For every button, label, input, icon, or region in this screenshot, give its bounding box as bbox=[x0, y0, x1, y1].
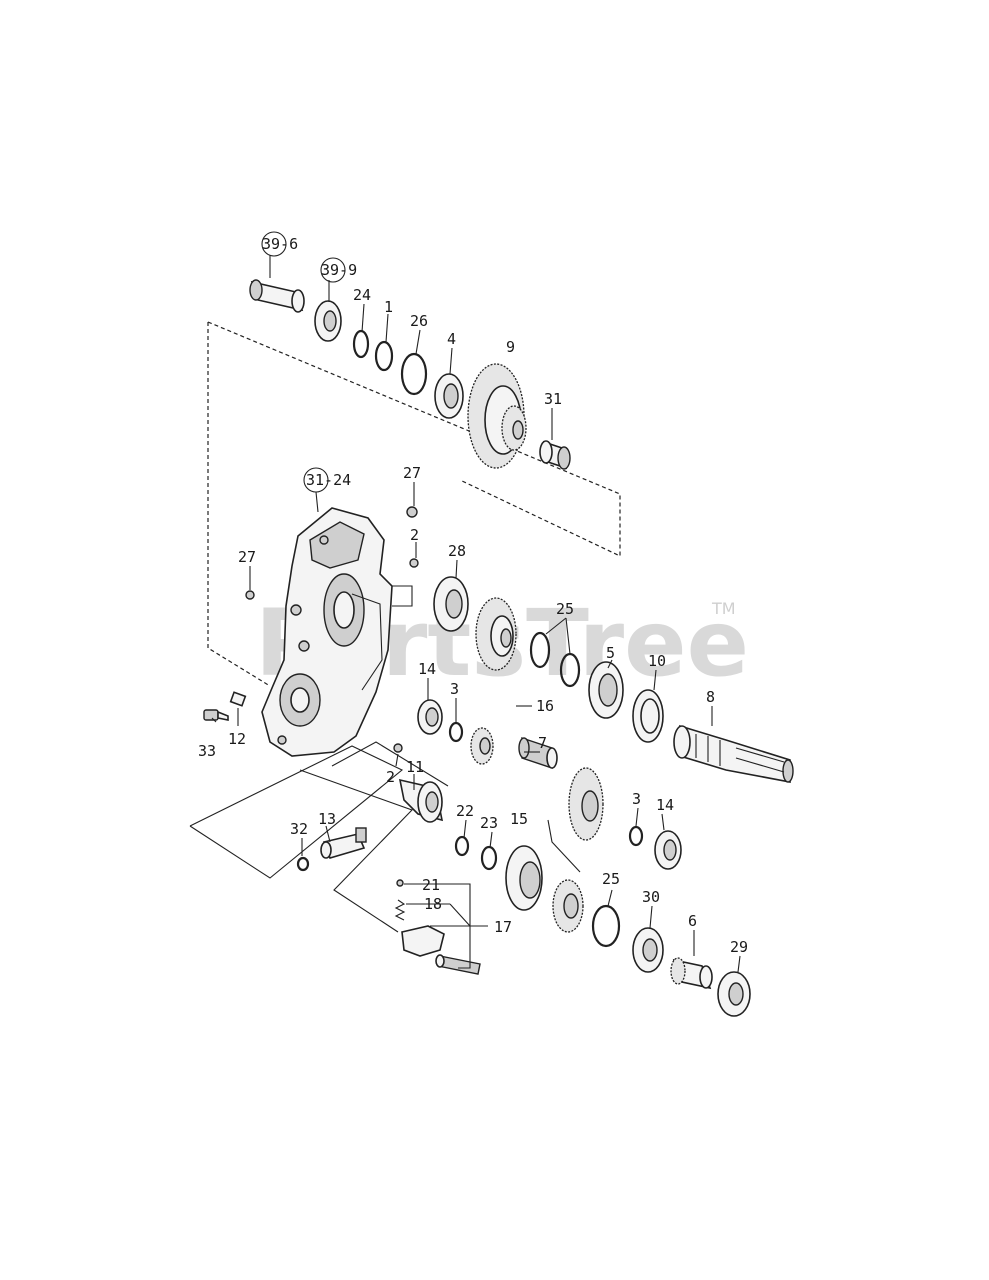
callout-3-upper: 3 bbox=[450, 680, 459, 698]
part-9-large-gear bbox=[467, 363, 527, 469]
callout-8: 8 bbox=[706, 688, 715, 706]
callout-9: 9 bbox=[506, 338, 515, 356]
callout-39-9: 39-9 bbox=[321, 261, 357, 279]
callout-15: 15 bbox=[510, 810, 528, 828]
callout-4: 4 bbox=[447, 330, 456, 348]
part-22-ring bbox=[454, 835, 470, 857]
callout-13: 13 bbox=[318, 810, 336, 828]
callout-30: 30 bbox=[642, 888, 660, 906]
watermark-trademark: TM bbox=[711, 599, 736, 618]
part-3-washer-upper bbox=[448, 721, 464, 743]
part-39-9-bearing bbox=[314, 300, 342, 342]
part-13-shifter-shaft bbox=[320, 827, 367, 859]
callout-5: 5 bbox=[606, 644, 615, 662]
callout-25-upper: 25 bbox=[556, 600, 574, 618]
assembly-guide-lines bbox=[189, 321, 621, 933]
callout-16: 16 bbox=[536, 697, 554, 715]
callout-23: 23 bbox=[480, 814, 498, 832]
callout-7: 7 bbox=[538, 734, 547, 752]
part-12-plate bbox=[229, 691, 247, 707]
part-11-sleeve bbox=[398, 778, 444, 823]
callout-circles bbox=[261, 231, 346, 493]
part-28-bearing bbox=[433, 576, 469, 632]
callout-14-lower: 14 bbox=[656, 796, 674, 814]
part-33-bolt bbox=[203, 709, 229, 721]
callout-3-lower: 3 bbox=[632, 790, 641, 808]
part-2-pin-lower bbox=[393, 743, 403, 753]
part-29-bearing bbox=[717, 971, 751, 1017]
callout-labels: 39-6 39-9 24 1 26 4 9 31 31-24 27 2 27 2… bbox=[198, 235, 748, 956]
part-27-plug-left bbox=[245, 590, 255, 600]
part-clutch-collar bbox=[505, 845, 543, 911]
callout-27-top: 27 bbox=[403, 464, 421, 482]
callout-leader-lines bbox=[211, 255, 741, 973]
part-2-pin-upper bbox=[409, 558, 419, 568]
part-25-ring-lower bbox=[591, 904, 621, 948]
callout-10: 10 bbox=[648, 652, 666, 670]
part-39-6-shaft bbox=[249, 279, 305, 313]
part-24-snap-ring bbox=[352, 329, 370, 359]
callout-14-upper: 14 bbox=[418, 660, 436, 678]
callout-32: 32 bbox=[290, 820, 308, 838]
part-31-bushing bbox=[539, 440, 571, 470]
part-31-24-gear-housing bbox=[261, 507, 393, 757]
callout-6: 6 bbox=[688, 912, 697, 930]
part-3-washer-lower bbox=[628, 825, 644, 847]
part-25-snap-ring-a bbox=[529, 631, 551, 669]
part-lower-gear bbox=[552, 879, 584, 933]
part-pinion-gear bbox=[470, 727, 494, 765]
part-10-seal bbox=[632, 689, 664, 743]
part-15-gear bbox=[568, 767, 604, 841]
part-6-shaft bbox=[670, 957, 713, 990]
callout-28: 28 bbox=[448, 542, 466, 560]
part-4-bearing bbox=[434, 373, 464, 419]
part-8-output-shaft bbox=[673, 724, 794, 783]
part-5-bearing bbox=[588, 661, 624, 719]
callout-26: 26 bbox=[410, 312, 428, 330]
part-26-ring bbox=[400, 352, 428, 396]
callout-11: 11 bbox=[406, 758, 424, 776]
callout-39-6: 39-6 bbox=[262, 235, 298, 253]
callout-25-lower: 25 bbox=[602, 870, 620, 888]
part-30-bearing bbox=[632, 927, 664, 973]
part-27-plug-top bbox=[406, 506, 418, 518]
callout-27-left: 27 bbox=[238, 548, 256, 566]
part-1-ring bbox=[374, 340, 394, 372]
callout-2-lower: 2 bbox=[386, 768, 395, 786]
callout-31: 31 bbox=[544, 390, 562, 408]
callout-12: 12 bbox=[228, 730, 246, 748]
part-14-bearing-upper bbox=[417, 699, 443, 735]
callout-24-top: 24 bbox=[353, 286, 371, 304]
callout-21: 21 bbox=[422, 876, 440, 894]
part-7-splined-shaft bbox=[518, 737, 558, 769]
part-21-ball bbox=[396, 879, 404, 887]
callout-2-upper: 2 bbox=[410, 526, 419, 544]
callout-1: 1 bbox=[384, 298, 393, 316]
part-32-o-ring bbox=[296, 856, 310, 872]
part-17-shift-fork bbox=[401, 925, 481, 975]
part-18-spring bbox=[394, 899, 406, 921]
callout-29: 29 bbox=[730, 938, 748, 956]
callout-18: 18 bbox=[424, 895, 442, 913]
callout-33: 33 bbox=[198, 742, 216, 760]
callout-31-24: 31-24 bbox=[306, 471, 351, 489]
part-16-gear bbox=[475, 597, 517, 671]
part-14-bearing-lower bbox=[654, 830, 682, 870]
callout-22: 22 bbox=[456, 802, 474, 820]
part-23-ring bbox=[480, 845, 498, 871]
callout-17: 17 bbox=[494, 918, 512, 936]
